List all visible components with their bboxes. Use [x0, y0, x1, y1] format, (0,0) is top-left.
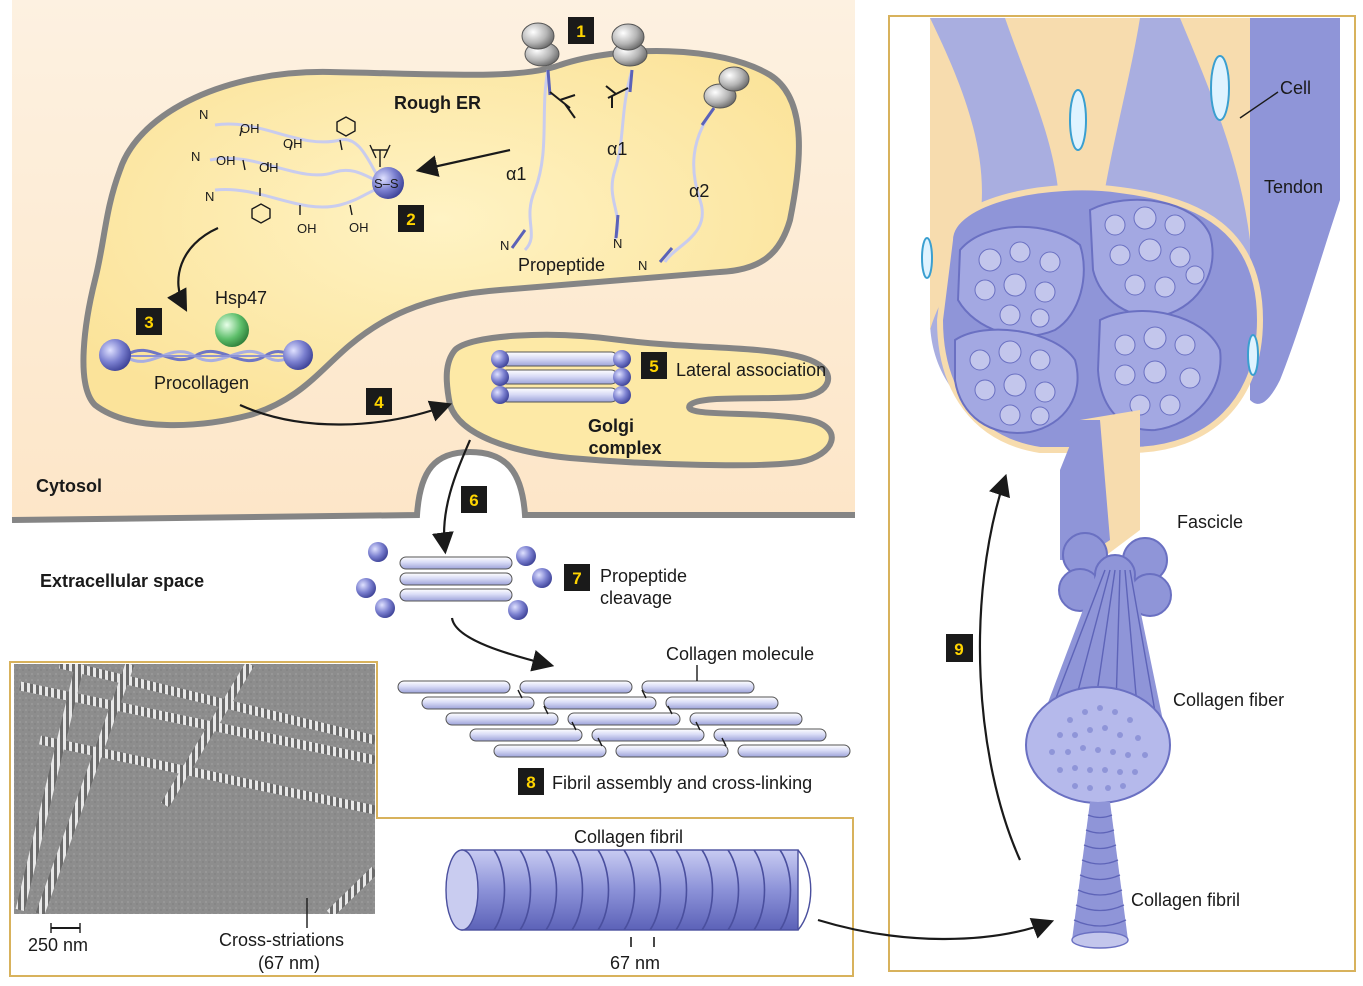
nascent-alpha-chains — [510, 69, 716, 263]
ribosome — [611, 23, 648, 67]
step-marker-4: 4 — [366, 388, 392, 415]
arrow-to-step3 — [167, 226, 219, 312]
step-marker-9: 9 — [946, 634, 973, 662]
alpha1-label-a: α1 — [506, 164, 526, 184]
arrow-to-assembly — [450, 617, 555, 672]
lateral-association-label: Lateral association — [676, 360, 826, 380]
alpha2-label: α2 — [689, 181, 709, 201]
golgi-label-line2: complex — [588, 438, 661, 458]
procollagen-label: Procollagen — [154, 373, 249, 393]
cross-striations-label-1: Cross-striations — [219, 930, 344, 950]
extracellular-space-label: Extracellular space — [40, 571, 204, 591]
collagen-fiber-label: Collagen fiber — [1173, 690, 1284, 710]
ribosome — [703, 66, 750, 109]
cross-striations-label-2: (67 nm) — [258, 953, 320, 973]
hydroxyl-label: OH — [283, 136, 303, 151]
fascicle-label: Fascicle — [1177, 512, 1243, 532]
svg-text:7: 7 — [572, 569, 581, 588]
collagen-fibril-center-label: Collagen fibril — [574, 827, 683, 847]
hsp47-label: Hsp47 — [215, 288, 267, 308]
procollagen-triple-helix — [99, 339, 313, 371]
cell-pointer — [1239, 91, 1279, 119]
ribosome — [521, 22, 560, 67]
step-marker-1: 1 — [568, 17, 594, 44]
hydroxylated-chains — [209, 122, 384, 209]
disulfide-label: S–S — [374, 176, 399, 191]
hydroxyl-label: OH — [349, 220, 369, 235]
process-arrows — [167, 148, 1055, 941]
svg-text:8: 8 — [526, 773, 535, 792]
propeptide-cleavage-label-1: Propeptide — [600, 566, 687, 586]
hsp47-chaperone — [215, 313, 249, 347]
cell-label: Cell — [1280, 78, 1311, 98]
arrow-to-tendon — [817, 918, 1055, 941]
cytosol-label: Cytosol — [36, 476, 102, 496]
hydroxyl-label: OH — [240, 121, 260, 136]
collagen-molecule-array — [397, 680, 851, 758]
disulfide-globule — [372, 167, 404, 199]
n-terminus-label: N — [205, 189, 214, 204]
sem-micrograph — [14, 664, 375, 914]
golgi-label-line1: Golgi — [588, 416, 634, 436]
cleaved-procollagen — [356, 542, 552, 620]
step-marker-5: 5 — [641, 352, 667, 379]
svg-text:6: 6 — [469, 491, 478, 510]
n-terminus-label: N — [199, 107, 208, 122]
svg-text:1: 1 — [576, 22, 585, 41]
step-marker-8: 8 — [518, 768, 544, 795]
propeptide-cleavage-label-2: cleavage — [600, 588, 672, 608]
svg-text:4: 4 — [374, 393, 384, 412]
plasma-membrane — [11, 448, 855, 523]
fibril-assembly-label: Fibril assembly and cross-linking — [552, 773, 812, 793]
svg-text:9: 9 — [954, 640, 963, 659]
oligosaccharide — [549, 85, 629, 119]
arrow-to-step2 — [415, 148, 511, 177]
svg-text:5: 5 — [649, 357, 658, 376]
arrow-to-secretion — [431, 439, 472, 555]
arrow-step9 — [978, 473, 1022, 861]
step-marker-2: 2 — [398, 205, 424, 232]
strand-n-label: N — [500, 238, 509, 253]
step-marker-7: 7 — [564, 564, 590, 591]
golgi-complex — [443, 331, 835, 469]
collagen-molecule-label: Collagen molecule — [666, 644, 814, 664]
strand-n-label: N — [613, 236, 622, 251]
step-marker-3: 3 — [136, 308, 162, 335]
step-marker-6: 6 — [461, 486, 487, 513]
hydroxyl-label: OH — [259, 160, 279, 175]
golgi-procollagen-stack — [491, 350, 631, 404]
hydroxyl-groups — [239, 127, 391, 216]
svg-text:3: 3 — [144, 313, 153, 332]
hydroxyproline-rings — [251, 116, 356, 224]
hydroxyl-label: OH — [216, 153, 236, 168]
propeptide-label: Propeptide — [518, 255, 605, 275]
alpha1-label-b: α1 — [607, 139, 627, 159]
strand-n-label: N — [638, 258, 647, 273]
hydroxyl-label: OH — [297, 221, 317, 236]
n-terminus-label: N — [191, 149, 200, 164]
tendon-illustration — [921, 18, 1340, 949]
cross-link-marks — [517, 689, 727, 747]
svg-text:2: 2 — [406, 210, 415, 229]
collagen-fibril-right-label: Collagen fibril — [1131, 890, 1240, 910]
arrow-to-golgi — [239, 400, 453, 426]
scale-250nm-label: 250 nm — [28, 935, 88, 955]
collagen-fibril-cylinder — [445, 849, 812, 931]
tendon-label: Tendon — [1264, 177, 1323, 197]
rough-er-label: Rough ER — [394, 93, 481, 113]
spacing-67nm-label: 67 nm — [610, 953, 660, 973]
